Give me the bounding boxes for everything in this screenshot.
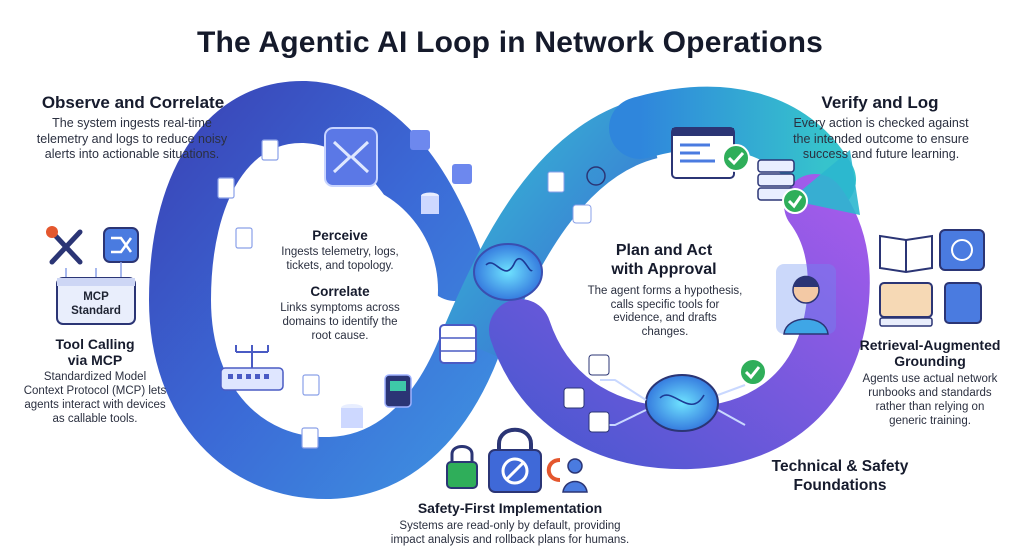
avatar <box>776 264 836 335</box>
help-icon <box>586 166 606 186</box>
runbook-stack-icon <box>879 282 982 327</box>
perceive-text: Ingests telemetry, logs,tickets, and top… <box>281 246 399 272</box>
check-icon <box>782 188 808 214</box>
right-inner-disk <box>563 185 773 385</box>
graph-node-icon <box>410 130 430 150</box>
wrench-card-icon <box>588 354 610 376</box>
network-switch-icon <box>220 345 284 391</box>
wrench-screwdriver-icon <box>46 226 83 265</box>
book-icon <box>879 234 933 274</box>
funnel-panel-icon <box>324 127 378 187</box>
mcp-badge-line2: Standard <box>71 305 121 317</box>
block-lock-icon <box>488 427 542 493</box>
brain-icon <box>473 243 543 301</box>
brain-circuit-icon <box>598 374 746 432</box>
edit-card-icon <box>563 387 585 409</box>
observe-heading: Observe and Correlate <box>41 93 225 112</box>
server-stack-icon <box>757 159 795 201</box>
right-upper-ring <box>609 86 856 211</box>
pencil-card-icon <box>588 411 610 433</box>
server-rack-icon <box>439 324 477 364</box>
code-window-icon <box>671 127 735 179</box>
padlock-icon <box>446 445 478 489</box>
check-icon <box>739 358 767 386</box>
mcp-badge-line1: MCP <box>83 291 109 303</box>
check-icon <box>722 144 750 172</box>
mcp-standard-badge <box>56 277 136 325</box>
perceive-heading: Perceive <box>312 228 368 243</box>
verify-heading: Verify and Log <box>821 93 939 112</box>
shuffle-icon <box>103 227 139 263</box>
safety-text: Systems are read-only by default, provid… <box>390 520 630 546</box>
correlate-heading: Correlate <box>310 284 370 299</box>
doc-icon-2 <box>547 171 565 193</box>
plan-text: The agent forms a hypothesis,calls speci… <box>587 285 743 338</box>
network-node-icon <box>452 164 472 184</box>
terminal-wrench-icon <box>384 374 412 408</box>
tool-card-icon <box>572 204 592 224</box>
safety-heading: Safety-First Implementation <box>417 500 603 516</box>
database-icon <box>341 192 439 428</box>
left-inner-disk <box>222 180 438 400</box>
network-book-icon <box>939 229 985 271</box>
page-title: The Agentic AI Loop in Network Operation… <box>196 26 823 59</box>
doc-icons <box>217 139 320 449</box>
rollback-user-icon <box>546 458 588 493</box>
